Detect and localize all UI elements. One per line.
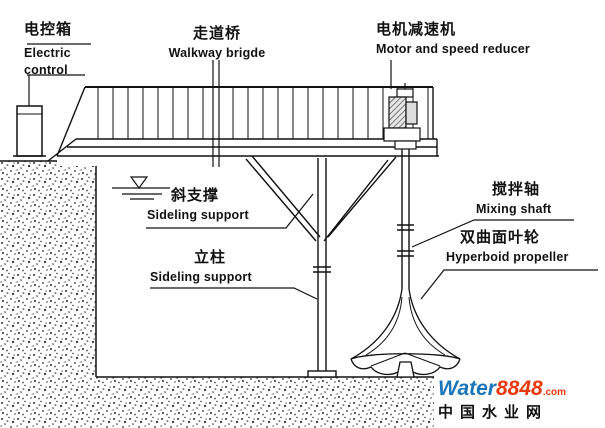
label-diagonal-support-zh: 斜支撑	[171, 187, 220, 204]
label-column-zh: 立柱	[194, 249, 227, 266]
leader-propeller	[420, 269, 598, 300]
label-electric-control-en2: control	[24, 63, 68, 77]
shaft-flanges	[397, 224, 414, 257]
motor-and-speed-reducer	[383, 83, 421, 150]
propeller-hub-stand	[396, 361, 415, 378]
watermark-logo: Water8848.com 中国水业网	[438, 378, 602, 424]
column-base-plate	[307, 370, 337, 378]
label-column: 立柱 Sideling support	[150, 248, 294, 284]
label-propeller: 双曲面叶轮 Hyperboid propeller	[446, 228, 602, 264]
label-walkway-bridge-zh: 走道桥	[192, 25, 241, 42]
label-electric-control-zh: 电控箱	[24, 21, 73, 38]
label-motor-reducer: 电机减速机 Motor and speed reducer	[376, 20, 576, 56]
column-and-braces	[245, 155, 397, 378]
diagonal-brace-right	[323, 156, 397, 242]
label-mixing-shaft: 搅拌轴 Mixing shaft	[476, 180, 576, 216]
label-motor-reducer-en: Motor and speed reducer	[376, 42, 530, 56]
watermark-site-name: 中国水业网	[438, 404, 549, 421]
label-electric-control-en1: Electric	[24, 46, 71, 60]
label-mixing-shaft-en: Mixing shaft	[476, 202, 552, 216]
column-flange	[313, 266, 331, 273]
watermark-brand-primary: Water	[438, 377, 496, 400]
watermark-brand: Water8848.com	[438, 378, 602, 404]
label-diagonal-support: 斜支撑 Sideling support	[147, 186, 287, 222]
label-column-en: Sideling support	[150, 270, 252, 284]
hyperboloid-propeller	[350, 288, 461, 378]
leader-walkway-bridge	[212, 60, 220, 167]
leader-diagonal-support	[146, 193, 314, 229]
label-propeller-zh: 双曲面叶轮	[460, 229, 541, 246]
label-propeller-en: Hyperboid propeller	[446, 250, 569, 264]
leader-mixing-shaft	[411, 219, 574, 248]
water-level-icon	[112, 176, 170, 200]
label-walkway-bridge-en: Walkway brigde	[168, 46, 266, 60]
label-electric-control: 电控箱 Electric control	[24, 20, 116, 77]
watermark-brand-suffix: .com	[542, 387, 567, 398]
label-mixing-shaft-zh: 搅拌轴	[492, 181, 541, 198]
watermark-brand-secondary: 8848	[495, 377, 543, 400]
leader-column	[150, 287, 318, 300]
label-walkway-bridge: 走道桥 Walkway brigde	[158, 24, 276, 60]
walkway-bridge	[47, 86, 439, 162]
label-motor-reducer-zh: 电机减速机	[376, 21, 457, 38]
diagonal-brace-left	[245, 155, 321, 242]
mixing-shaft	[397, 149, 414, 289]
column-lines	[317, 158, 327, 371]
leader-lines	[27, 43, 598, 300]
leader-electric-control	[27, 43, 91, 106]
electric-control-box	[13, 105, 46, 157]
label-diagonal-support-en: Sideling support	[147, 208, 249, 222]
